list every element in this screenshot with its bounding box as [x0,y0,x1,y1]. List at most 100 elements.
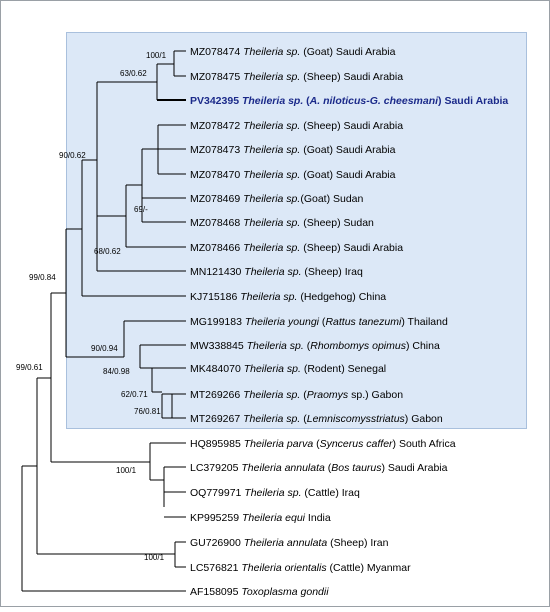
tip-label-mz078470: MZ078470 Theileria sp. (Goat) Saudi Arab… [190,169,396,181]
tip-label-mk484070: MK484070 Theileria sp. (Rodent) Senegal [190,363,386,375]
accession: KP995259 [190,512,239,524]
highlighted-clade-box [66,32,527,429]
branch-mw-node [139,344,186,369]
accession: PV342395 [190,95,239,107]
host-location: (Cattle) Myanmar [327,562,412,574]
host-location: ) Saudi Arabia [382,462,448,474]
accession: MW338845 [190,340,244,352]
host-location: India [305,512,331,524]
host-location: ) China [406,340,440,352]
host: Praomys [307,389,349,401]
support-label: 99/0.61 [16,363,43,372]
host-location: (Goat) Saudi Arabia [300,46,395,58]
tip-label-lc379205: LC379205 Theileria annulata (Bos taurus)… [190,462,448,474]
species: Theileria annulata [244,537,328,549]
support-label: 99/0.84 [29,273,56,282]
species: Theileria sp. [243,169,300,181]
accession: LC379205 [190,462,239,474]
branch-mk-node [151,367,186,393]
host-open: ( [319,316,326,328]
host-open: ( [300,413,307,425]
branch-90-node [96,81,186,272]
support-label: 63/0.62 [120,69,147,78]
accession: MN121430 [190,266,242,278]
tip-label-kp995259: KP995259 Theileria equi India [190,512,331,524]
species: Theileria sp. [243,46,300,58]
accession: MT269266 [190,389,240,401]
host-location: (Sheep) Saudi Arabia [300,71,403,83]
tip-label-oq779971: OQ779971 Theileria sp. (Cattle) Iraq [190,487,360,499]
branch-parva-comb [163,466,186,518]
tip-labels: MZ078474 Theileria sp. (Goat) Saudi Arab… [190,46,508,598]
branch-rodent-top [123,320,186,357]
species: Theileria sp. [244,487,301,499]
tip-label-hq895985: HQ895985 Theileria parva (Syncerus caffe… [190,438,456,450]
host-location: (Goat) Saudi Arabia [300,169,395,181]
host-location: ) Gabon [405,413,443,425]
host: Bos taurus [331,462,382,474]
accession: MZ078468 [190,217,240,229]
host-location: (Goat) Saudi Arabia [300,144,395,156]
species: Theileria sp. [240,291,297,303]
species: Theileria sp. [243,193,300,205]
accession: MZ078470 [190,169,240,181]
tip-label-mz078475: MZ078475 Theileria sp. (Sheep) Saudi Ara… [190,71,403,83]
host-location: (Sheep) Saudi Arabia [300,120,403,132]
tip-label-mz078466: MZ078466 Theileria sp. (Sheep) Saudi Ara… [190,242,403,254]
species: Theileria sp. [243,242,300,254]
host-open: ( [325,462,332,474]
accession: MZ078466 [190,242,240,254]
species: Theileria equi [242,512,306,524]
accession: MT269267 [190,413,240,425]
tip-label-mn121430: MN121430 Theileria sp. (Sheep) Iraq [190,266,363,278]
host-location: ) Saudi Arabia [438,95,508,107]
host-location: sp.) Gabon [348,389,403,401]
tip-label-mg199183: MG199183 Theileria youngi (Rattus tanezu… [190,316,448,328]
species: Theileria sp. [243,413,300,425]
support-label: 62/0.71 [121,390,148,399]
species: Theileria sp. [247,340,304,352]
host-location: (Rodent) Senegal [301,363,386,375]
host-location: (Cattle) Iraq [302,487,361,499]
branch-mt-outer [161,393,172,419]
host-location: (Sheep) Iraq [302,266,363,278]
support-label: 90/0.94 [91,344,118,353]
tip-label-af158095: AF158095 Toxoplasma gondii [190,586,329,598]
tip-label-gu726900: GU726900 Theileria annulata (Sheep) Iran [190,537,389,549]
branch-mz-comb [157,124,186,175]
host-location: (Sheep) Saudi Arabia [300,242,403,254]
branch-main-node [81,159,186,297]
accession: OQ779971 [190,487,242,499]
support-label: 68/0.62 [94,247,121,256]
support-label: 76/0.81 [134,407,161,416]
support-label: 100/1 [144,553,165,562]
species: Theileria youngi [245,316,320,328]
tip-label-mz078468: MZ078468 Theileria sp. (Sheep) Sudan [190,217,374,229]
host: Rattus tanezumi [325,316,402,328]
tree-branches [21,50,186,592]
species: Theileria sp. [244,363,301,375]
support-label: 69/- [134,205,148,214]
tip-label-mw338845: MW338845 Theileria sp. (Rhombomys opimus… [190,340,440,352]
host: Rhombomys opimus [310,340,406,352]
species: Toxoplasma gondii [241,586,329,598]
host-open: ( [303,95,310,107]
accession: MZ078469 [190,193,240,205]
support-label: 90/0.62 [59,151,86,160]
host-open: ( [313,438,320,450]
tip-label-mz078469: MZ078469 Theileria sp.(Goat) Sudan [190,193,364,205]
support-label: 100/1 [116,466,137,475]
accession: LC576821 [190,562,239,574]
accession: GU726900 [190,537,241,549]
species: Theileria sp. [243,144,300,156]
species: Theileria sp. [243,217,300,229]
species: Theileria parva [244,438,314,450]
branch-outgroup [21,465,186,592]
species: Theileria sp. [243,389,300,401]
host-location: (Hedgehog) China [297,291,386,303]
tip-label-mt269267: MT269267 Theileria sp. (Lemniscomysstria… [190,413,443,425]
support-label: 84/0.98 [103,367,130,376]
host-open: ( [300,389,307,401]
species: Theileria sp. [242,95,303,107]
